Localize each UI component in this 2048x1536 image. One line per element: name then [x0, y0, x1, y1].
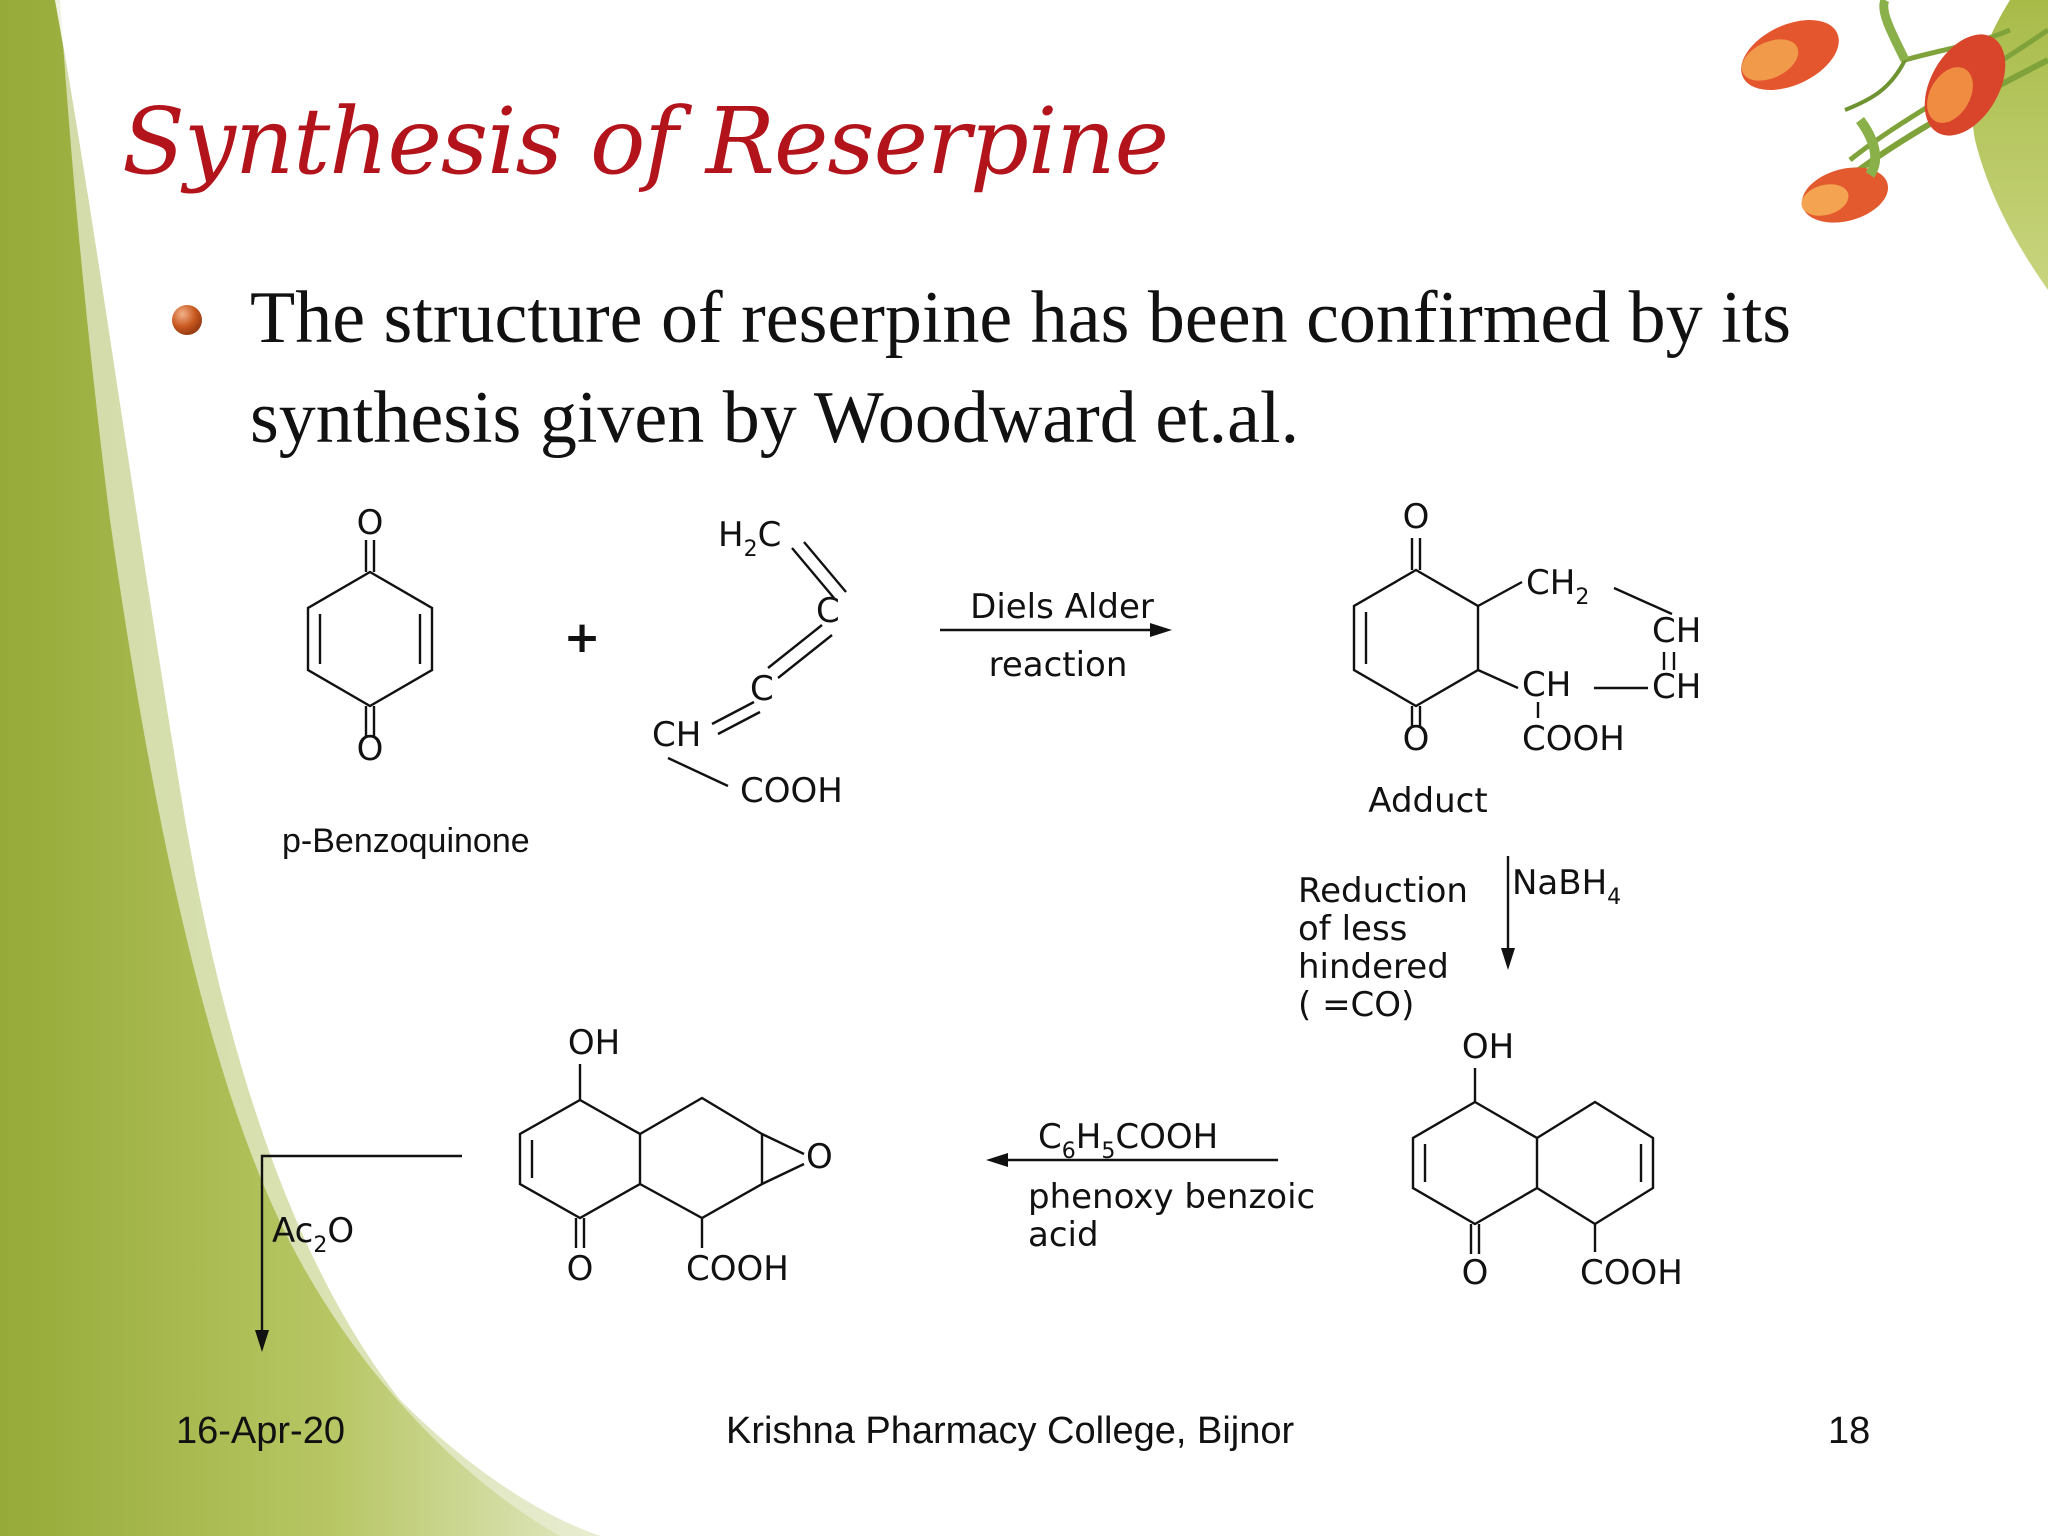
diene-c2: C [750, 669, 774, 709]
product2-oxygen: O [1462, 1253, 1489, 1293]
adduct-caption: Adduct [1368, 781, 1487, 821]
product3-cooh: COOH [686, 1249, 789, 1289]
bullet-text: The structure of reserpine has been conf… [250, 277, 1792, 459]
left-light-swoosh [55, 0, 600, 1536]
step3-text-line1: phenoxy benzoic [1028, 1177, 1315, 1217]
step1-label-line1: Diels Alder [970, 587, 1154, 627]
diene-structure: H2C C C CH COOH [652, 515, 847, 811]
adduct-oxygen-bottom: O [1403, 719, 1430, 759]
adduct-ch2: CH [1526, 563, 1575, 603]
svg-text:NaBH4: NaBH4 [1512, 863, 1621, 910]
step2-text-line4: ( =CO) [1298, 985, 1414, 1025]
epoxide-product-structure: O OH O COOH [518, 1023, 833, 1289]
adduct-ch-ring: CH [1522, 665, 1571, 705]
product2-oh: OH [1462, 1027, 1514, 1067]
slide-title: Synthesis of Reserpine [122, 88, 1169, 195]
quinone-oxygen-bottom: O [357, 729, 384, 769]
step3-c-sub: 6 [1062, 1139, 1076, 1164]
adduct-oxygen-top: O [1403, 497, 1430, 537]
step3-c: C [1038, 1117, 1062, 1157]
footer-date: 16-Apr-20 [176, 1410, 345, 1452]
adduct-ch-upper: CH [1652, 611, 1701, 651]
diene-c1: C [816, 591, 840, 631]
step4-ac-sub: 2 [313, 1233, 327, 1258]
tulip-flowers [1741, 0, 2048, 223]
svg-text:H2C: H2C [718, 515, 781, 562]
svg-text:Ac2O: Ac2O [272, 1211, 354, 1258]
epoxide-oxygen: O [806, 1137, 833, 1177]
step3-h-sub: 5 [1101, 1139, 1115, 1164]
footer-page-number: 18 [1828, 1410, 1871, 1452]
step2-reagent: NaBH [1512, 863, 1607, 903]
p-benzoquinone-structure: O O [306, 503, 434, 769]
reduced-product-structure: OH O COOH [1411, 1027, 1683, 1293]
step3-text-line2: acid [1028, 1215, 1099, 1255]
svg-text:C6H5COOH: C6H5COOH [1038, 1117, 1218, 1164]
bullet-icon [172, 305, 202, 335]
step3-cooh: COOH [1115, 1117, 1218, 1157]
diene-ch: CH [652, 715, 701, 755]
diene-cooh: COOH [740, 771, 843, 811]
quinone-caption: p-Benzoquinone [282, 822, 530, 860]
step1-label-line2: reaction [989, 645, 1128, 685]
adduct-cooh: COOH [1522, 719, 1625, 759]
plus-sign: + [564, 612, 601, 663]
adduct-structure: O O CH2 CH CH CH COOH [1352, 497, 1701, 759]
step2-text-line3: hindered [1298, 947, 1449, 987]
step4-o: O [327, 1211, 354, 1251]
epoxidation-arrow: C6H5COOH phenoxy benzoic acid [986, 1117, 1315, 1255]
diene-h2c-sub: 2 [744, 537, 758, 562]
adduct-ch2-sub: 2 [1575, 585, 1589, 610]
adduct-ch-lower: CH [1652, 667, 1701, 707]
quinone-oxygen-top: O [357, 503, 384, 543]
step3-h: H [1076, 1117, 1102, 1157]
product3-oh: OH [568, 1023, 620, 1063]
step2-reagent-sub: 4 [1607, 885, 1621, 910]
step2-text-line1: Reduction [1298, 871, 1468, 911]
reduction-arrow: NaBH4 Reduction of less hindered ( =CO) [1298, 856, 1621, 1025]
acetylation-arrow: Ac2O [255, 1154, 462, 1352]
step2-text-line2: of less [1298, 909, 1407, 949]
diene-h2c-c: C [758, 515, 782, 555]
product3-oxygen: O [567, 1249, 594, 1289]
diene-h2c-h: H [718, 515, 744, 555]
footer-college: Krishna Pharmacy College, Bijnor [726, 1410, 1295, 1452]
left-green-swoosh [0, 0, 600, 1536]
svg-text:CH2: CH2 [1526, 563, 1589, 610]
product2-cooh: COOH [1580, 1253, 1683, 1293]
step4-ac: Ac [272, 1211, 313, 1251]
diels-alder-arrow: Diels Alder reaction [940, 587, 1172, 685]
